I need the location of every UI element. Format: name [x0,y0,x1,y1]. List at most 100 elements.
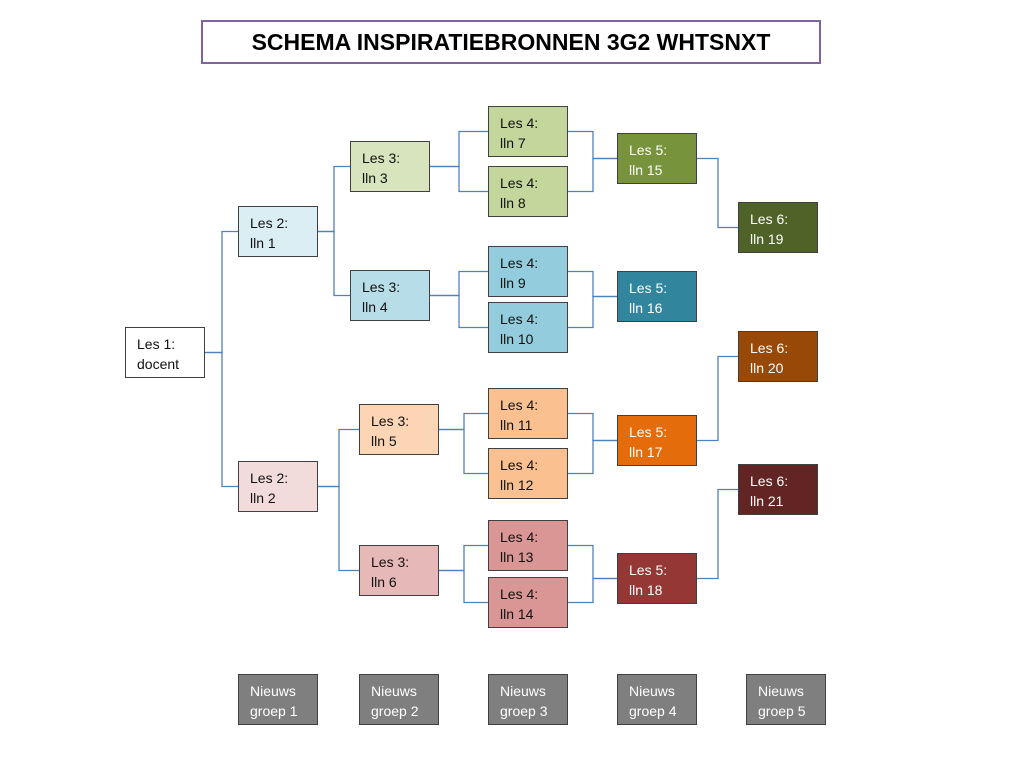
node-label-line2: lln 6 [371,574,397,590]
node-label-line2: lln 15 [629,162,663,178]
node-label-line1: Les 3: [371,413,410,429]
connector-l4b-l5a [568,157,617,193]
connector-l5a-l6a [697,157,738,229]
node-l2a: Les 2: lln 1 [238,206,318,257]
node-label-line2: groep 2 [371,703,419,719]
node-l4b: Les 4: lln 8 [488,166,568,217]
connector-l5d-l6c [697,488,738,580]
node-l5d: Les 5: lln 18 [617,553,697,604]
node-label-line1: Les 3: [362,279,401,295]
connector-l3a-l4b [430,165,488,193]
node-l4a: Les 4: lln 7 [488,106,568,157]
connector-l3c-l4e [439,412,488,431]
connector-l3b-l4c [430,270,488,297]
node-label-line1: Nieuws [758,683,804,699]
connector-l4d-l5b [568,295,617,329]
node-label-line1: Les 2: [250,470,289,486]
connector-l4h-l5d [568,577,617,604]
node-label-line2: lln 13 [500,549,534,565]
connector-l3d-l4g [439,544,488,572]
page-title: SCHEMA INSPIRATIEBRONNEN 3G2 WHTSNXT [201,20,821,64]
node-label-line1: Les 5: [629,562,668,578]
node-label-line2: lln 1 [250,235,276,251]
node-label-line1: Nieuws [371,683,417,699]
node-label-line2: lln 4 [362,299,388,315]
node-label-line2: groep 3 [500,703,548,719]
node-label-line2: lln 3 [362,170,388,186]
node-label-line2: lln 14 [500,606,534,622]
node-l4d: Les 4: lln 10 [488,302,568,353]
node-label-line1: Les 5: [629,280,668,296]
node-label-line1: Les 4: [500,255,539,271]
node-l3b: Les 3: lln 4 [350,270,430,321]
node-label-line2: lln 19 [750,231,784,247]
node-label-line1: Les 4: [500,311,539,327]
node-label-line2: lln 2 [250,490,276,506]
node-label-line2: docent [137,356,180,372]
node-label-line2: lln 10 [500,331,534,347]
node-label-line1: Les 3: [362,150,401,166]
node-l2b: Les 2: lln 2 [238,461,318,512]
node-l1: Les 1: docent [125,327,205,378]
node-label-line1: Les 4: [500,175,539,191]
node-label-line1: Nieuws [629,683,675,699]
node-label-line1: Les 4: [500,529,539,545]
node-label-line2: groep 4 [629,703,677,719]
connector-l4c-l5b [568,270,617,298]
node-l5a: Les 5: lln 15 [617,133,697,184]
connector-l2a-l3b [318,230,350,297]
node-l4h: Les 4: lln 14 [488,577,568,628]
node-l5b: Les 5: lln 16 [617,271,697,322]
node-label-line1: Les 2: [250,215,289,231]
connector-l1-l2b [205,351,238,488]
node-l6a: Les 6: lln 19 [738,202,818,253]
connector-l2b-l3c [318,428,359,488]
connector-l3c-l4f [439,428,488,475]
node-label-line2: lln 21 [750,493,784,509]
node-label-line2: lln 20 [750,360,784,376]
node-label-line1: Les 4: [500,115,539,131]
node-label-line1: Les 6: [750,211,789,227]
connector-l3a-l4a [430,130,488,168]
node-ng4: Nieuws groep 4 [617,674,697,725]
node-label-line1: Les 5: [629,424,668,440]
node-label-line1: Les 3: [371,554,410,570]
node-label-line2: lln 7 [500,135,526,151]
node-l4c: Les 4: lln 9 [488,246,568,297]
connector-l1-l2a [205,230,238,354]
node-label-line1: Les 6: [750,340,789,356]
node-label-line2: lln 18 [629,582,663,598]
node-label-line2: lln 12 [500,477,534,493]
node-label-line2: groep 1 [250,703,298,719]
node-l4f: Les 4: lln 12 [488,448,568,499]
node-label-line2: lln 11 [500,417,533,433]
connector-l4f-l5c [568,439,617,475]
node-label-line2: lln 8 [500,195,526,211]
node-label-line2: lln 17 [629,444,663,460]
node-label-line1: Les 6: [750,473,789,489]
node-label-line1: Nieuws [500,683,546,699]
connector-l4e-l5c [568,412,617,442]
connector-l4g-l5d [568,544,617,580]
node-l4g: Les 4: lln 13 [488,520,568,571]
connector-l3d-l4h [439,569,488,604]
connector-l4a-l5a [568,130,617,160]
connector-l2b-l3d [318,485,359,572]
connector-l3b-l4d [430,294,488,329]
node-label-line2: lln 16 [629,300,663,316]
node-l6b: Les 6: lln 20 [738,331,818,382]
node-label-line1: Les 4: [500,586,539,602]
node-label-line1: Les 5: [629,142,668,158]
node-l3a: Les 3: lln 3 [350,141,430,192]
connector-l5c-l6b [697,355,738,442]
node-label-line2: lln 5 [371,433,397,449]
node-l6c: Les 6: lln 21 [738,464,818,515]
node-label-line1: Les 1: [137,336,176,352]
node-label-line2: lln 9 [500,275,526,291]
node-l4e: Les 4:lln 11 [488,388,568,439]
node-ng3: Nieuws groep 3 [488,674,568,725]
node-label-line1: Les 4: [500,457,539,473]
